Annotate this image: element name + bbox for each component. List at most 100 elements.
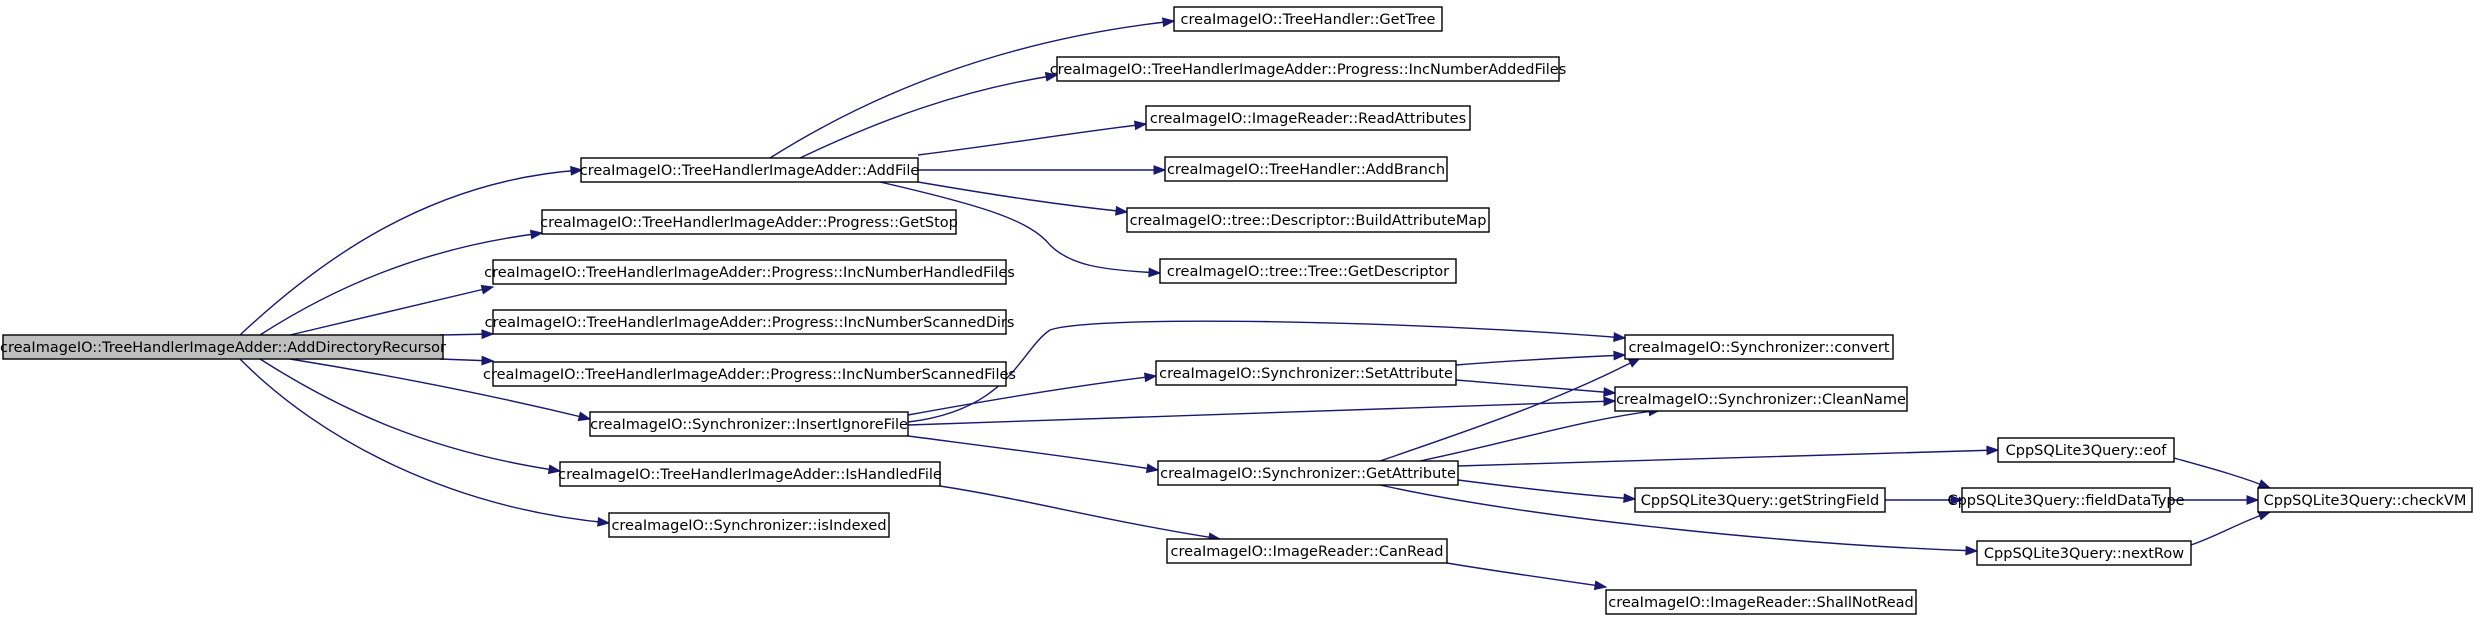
node-box[interactable] xyxy=(1056,56,1560,82)
edge-line xyxy=(907,435,1159,471)
edge-n16-to-n22 xyxy=(1379,484,1979,556)
arrowhead-icon xyxy=(597,516,611,527)
node-label: CppSQLite3Query::nextRow xyxy=(1984,546,2184,562)
node-box[interactable] xyxy=(1159,258,1457,284)
node-box[interactable] xyxy=(541,209,957,235)
node-box[interactable] xyxy=(1157,460,1459,486)
arrowhead-icon xyxy=(2257,479,2272,489)
root-node[interactable]: creaImageIO::TreeHandlerImageAdder::AddD… xyxy=(0,334,446,360)
arrowhead-icon xyxy=(570,165,584,176)
graph-node[interactable]: creaImageIO::Synchronizer::CleanName xyxy=(1614,386,1908,412)
node-box[interactable] xyxy=(492,259,1007,285)
edge-line xyxy=(2190,511,2271,546)
graph-node[interactable]: CppSQLite3Query::nextRow xyxy=(1976,540,2192,566)
edge-n0-to-n2 xyxy=(259,229,544,336)
arrowhead-icon xyxy=(1623,493,1637,504)
edge-n0-to-n6 xyxy=(289,358,592,422)
graph-node[interactable]: creaImageIO::TreeHandler::GetTree xyxy=(1173,6,1443,32)
arrowhead-icon xyxy=(1613,332,1627,343)
graph-node[interactable]: creaImageIO::Synchronizer::convert xyxy=(1624,334,1894,360)
arrowhead-icon xyxy=(1986,445,2000,456)
graph-node[interactable]: creaImageIO::TreeHandlerImageAdder::IsHa… xyxy=(558,461,942,487)
graph-node[interactable]: CppSQLite3Query::fieldDataType xyxy=(1947,487,2185,513)
arrowhead-icon xyxy=(480,284,495,295)
node-label: CppSQLite3Query::checkVM xyxy=(2264,493,2467,509)
node-box[interactable] xyxy=(1976,540,2192,566)
node-box[interactable] xyxy=(608,512,890,538)
edge-line xyxy=(289,358,591,420)
edge-line xyxy=(1457,479,1636,500)
node-box[interactable] xyxy=(492,361,1007,387)
edge-line xyxy=(907,375,1157,416)
graph-node[interactable]: creaImageIO::TreeHandlerImageAdder::Prog… xyxy=(485,309,1015,335)
edge-line xyxy=(879,181,1161,274)
edge-line xyxy=(1457,449,1999,467)
graph-node[interactable]: CppSQLite3Query::getStringField xyxy=(1634,487,1886,513)
node-box[interactable] xyxy=(1605,589,1917,615)
node-box[interactable] xyxy=(1634,487,1886,513)
graph-node[interactable]: creaImageIO::TreeHandlerImageAdder::AddF… xyxy=(580,157,920,183)
node-box[interactable] xyxy=(1624,334,1894,360)
node-box[interactable] xyxy=(1173,6,1443,32)
edge-n6-to-n15 xyxy=(907,372,1158,416)
edge-line xyxy=(1379,484,1978,552)
arrowhead-icon xyxy=(1965,545,1979,556)
node-label: creaImageIO::TreeHandlerImageAdder::Prog… xyxy=(1050,62,1567,78)
graph-node[interactable]: creaImageIO::tree::Tree::GetDescriptor xyxy=(1159,258,1457,284)
graph-node[interactable]: creaImageIO::Synchronizer::GetAttribute xyxy=(1157,460,1459,486)
node-box[interactable] xyxy=(1166,538,1448,564)
edge-n22-to-n24 xyxy=(2190,511,2272,546)
arrowhead-icon xyxy=(1044,71,1059,82)
edge-line xyxy=(289,286,494,336)
node-box[interactable] xyxy=(492,309,1007,335)
node-label: creaImageIO::tree::Tree::GetDescriptor xyxy=(1167,264,1449,280)
arrowhead-icon xyxy=(1115,205,1129,216)
node-box[interactable] xyxy=(1145,105,1471,131)
graph-node[interactable]: creaImageIO::Synchronizer::isIndexed xyxy=(608,512,890,538)
graph-node[interactable]: creaImageIO::ImageReader::ShallNotRead xyxy=(1605,589,1917,615)
graph-node[interactable]: creaImageIO::ImageReader::CanRead xyxy=(1166,538,1448,564)
node-box[interactable] xyxy=(1126,207,1490,233)
graph-node[interactable]: creaImageIO::TreeHandlerImageAdder::Prog… xyxy=(540,209,958,235)
node-box[interactable] xyxy=(1997,437,2175,463)
node-box[interactable] xyxy=(2,334,444,360)
node-label: CppSQLite3Query::getStringField xyxy=(1641,493,1879,509)
node-box[interactable] xyxy=(1614,386,1908,412)
node-box[interactable] xyxy=(589,411,909,437)
edge-n0-to-n8 xyxy=(239,358,611,527)
edge-line xyxy=(1379,357,1641,462)
arrowhead-icon xyxy=(1603,387,1617,397)
arrowhead-icon xyxy=(1613,350,1627,361)
edge-n0-to-n3 xyxy=(289,284,495,336)
edge-n15-to-n18 xyxy=(1455,350,1627,366)
edge-n0-to-n1 xyxy=(239,165,584,336)
arrowhead-icon xyxy=(481,329,495,340)
graph-node[interactable]: creaImageIO::TreeHandlerImageAdder::Prog… xyxy=(1050,56,1567,82)
graph-node[interactable]: creaImageIO::Synchronizer::InsertIgnoreF… xyxy=(589,411,909,437)
edge-line xyxy=(259,232,543,336)
node-box[interactable] xyxy=(580,157,919,183)
graph-node[interactable]: creaImageIO::TreeHandlerImageAdder::Prog… xyxy=(484,259,1015,285)
edge-n6-to-n16 xyxy=(907,435,1160,474)
graph-node[interactable]: creaImageIO::Synchronizer::SetAttribute xyxy=(1155,360,1457,386)
edge-n1-to-n9 xyxy=(769,17,1176,159)
graph-node[interactable]: creaImageIO::ImageReader::ReadAttributes xyxy=(1145,105,1471,131)
graph-node[interactable]: CppSQLite3Query::eof xyxy=(1997,437,2175,463)
graph-node[interactable]: CppSQLite3Query::checkVM xyxy=(2257,487,2473,513)
node-label: creaImageIO::TreeHandler::GetTree xyxy=(1181,12,1436,28)
node-label: creaImageIO::TreeHandlerImageAdder::IsHa… xyxy=(558,467,942,483)
arrowhead-icon xyxy=(547,464,562,475)
node-box[interactable] xyxy=(559,461,941,487)
node-box[interactable] xyxy=(2257,487,2473,513)
graph-node[interactable]: creaImageIO::TreeHandlerImageAdder::Prog… xyxy=(483,361,1016,387)
node-box[interactable] xyxy=(1961,487,2171,513)
node-box[interactable] xyxy=(1164,156,1448,182)
arrowhead-icon xyxy=(2246,495,2260,505)
node-label: creaImageIO::ImageReader::ReadAttributes xyxy=(1150,111,1466,127)
graph-node[interactable]: creaImageIO::tree::Descriptor::BuildAttr… xyxy=(1126,207,1490,233)
edge-n21-to-n23 xyxy=(1885,495,1964,505)
graph-node[interactable]: creaImageIO::TreeHandler::AddBranch xyxy=(1164,156,1448,182)
arrowhead-icon xyxy=(1153,165,1167,175)
node-box[interactable] xyxy=(1155,360,1457,386)
edges-layer xyxy=(239,17,2272,591)
